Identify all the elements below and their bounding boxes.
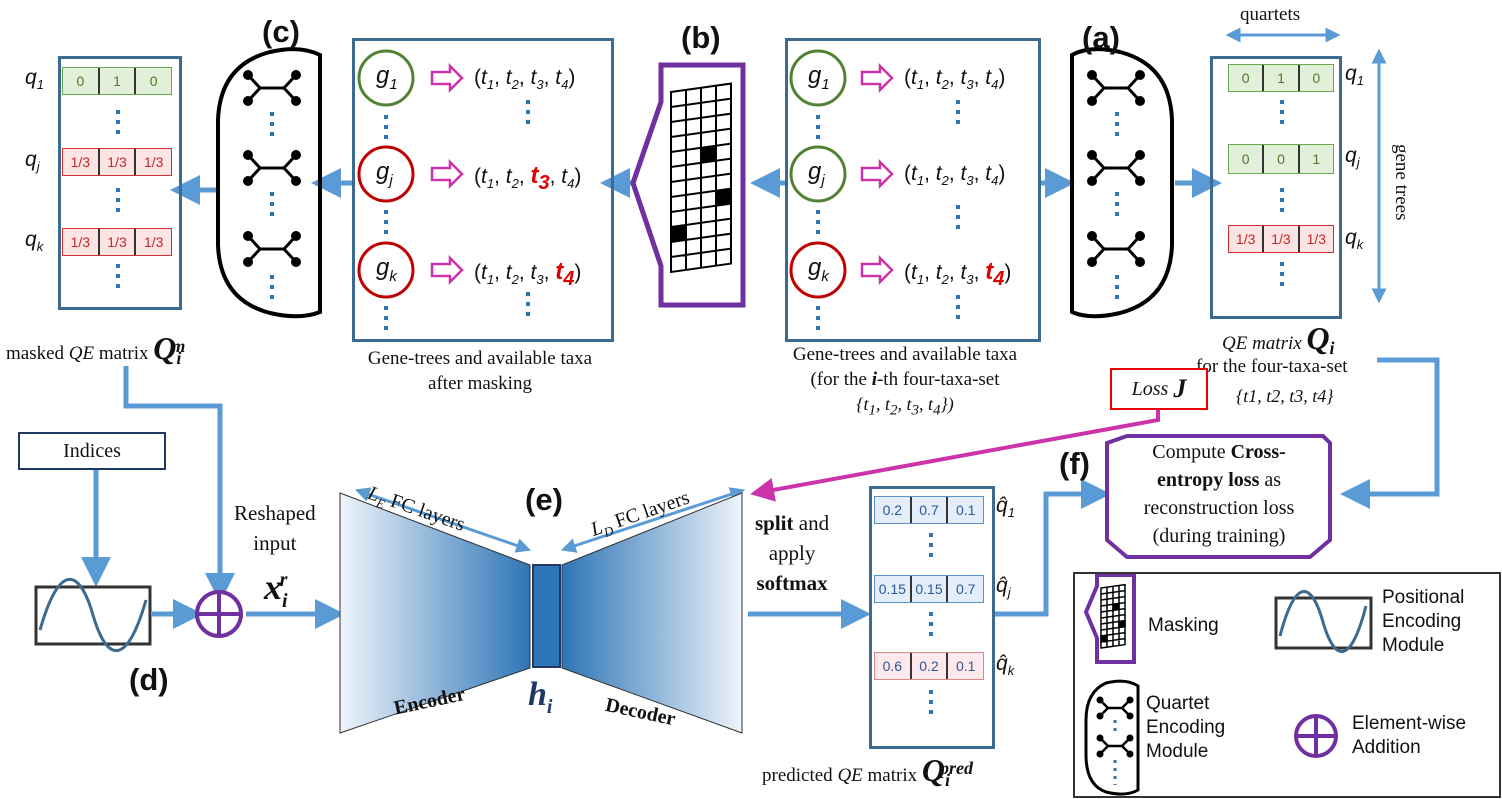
tuple-right-k: (t1, t2, t3, t4) xyxy=(904,258,1012,290)
loss-box: Loss J xyxy=(1110,368,1208,410)
legend-addition-icon xyxy=(1294,714,1338,758)
qe-label-qj: qj xyxy=(1345,144,1360,171)
quartet-encoding-module-c xyxy=(216,47,322,319)
gene-tree-gk-left: gk xyxy=(376,254,397,285)
decoder-shape xyxy=(561,492,743,734)
legend-positional-encoding-icon xyxy=(1274,590,1373,653)
quartets-axis-label: quartets xyxy=(1240,4,1301,25)
loss-to-model-arrow xyxy=(750,408,1160,502)
quartet-encoding-module-a xyxy=(1070,47,1174,319)
masked-label-q1: q1 xyxy=(25,66,44,93)
gene-tree-gj-right: gj xyxy=(808,158,825,189)
masking-module xyxy=(630,62,746,308)
compute-loss-text: Compute Cross- entropy loss as reconstru… xyxy=(1143,441,1295,547)
gene-trees-axis-label: gene trees xyxy=(1391,144,1412,221)
tuple-left-1: (t1, t2, t3, t4) xyxy=(474,66,576,93)
panel-label-d: (d) xyxy=(129,662,169,697)
arrow-masked-to-add xyxy=(123,366,235,603)
pred-matrix-box xyxy=(869,486,995,749)
masked-label-qk: qk xyxy=(25,228,44,255)
panel-label-e: (e) xyxy=(525,482,563,517)
tuple-right-j: (t1, t2, t3, t4) xyxy=(904,162,1006,189)
latent-label: hi xyxy=(528,676,553,718)
legend-quartet-encoding-icon xyxy=(1084,679,1140,796)
qe-matrix-caption: QE matrix Qi xyxy=(1222,320,1335,358)
qe-label-q1: q1 xyxy=(1345,62,1364,89)
legend-masking-label: Masking xyxy=(1148,615,1219,636)
qe-matrix-caption-line2: for the four-taxa-set xyxy=(1196,356,1348,377)
tuple-right-1: (t1, t2, t3, t4) xyxy=(904,66,1006,93)
legend-box xyxy=(1073,572,1501,798)
masked-matrix-box xyxy=(58,56,182,310)
gene-trees-right-caption: Gene-trees and available taxa (for the i… xyxy=(792,344,1018,419)
element-wise-addition xyxy=(195,590,243,638)
qe-matrix-caption-line3: {t1, t2, t3, t4} xyxy=(1236,386,1334,406)
pred-matrix-caption: predicted QE matrix Qipred xyxy=(762,752,973,790)
split-softmax-label: split and apply softmax xyxy=(755,511,830,595)
decoder-layers-arrow xyxy=(560,487,746,553)
pred-label-qk: q̂k xyxy=(996,652,1015,679)
arrow-qe-to-loss xyxy=(1340,357,1440,509)
masked-label-qj: qj xyxy=(25,148,40,175)
panel-label-c: (c) xyxy=(262,14,300,49)
gene-tree-gj-left: gj xyxy=(376,158,393,189)
reshaped-input-symbol: xir xyxy=(264,567,288,613)
gene-trees-left-caption: Gene-trees and available taxa after mask… xyxy=(367,348,593,394)
panel-label-b: (b) xyxy=(681,20,721,55)
positional-encoding-module xyxy=(34,577,152,653)
pred-label-q1: q̂1 xyxy=(996,494,1015,521)
masked-matrix-caption: masked QE matrix Qim xyxy=(6,330,186,368)
legend-masking-icon xyxy=(1083,573,1136,664)
latent-bar xyxy=(532,564,561,668)
qe-label-qk: qk xyxy=(1345,226,1364,253)
gene-tree-g1-right: g1 xyxy=(808,62,830,93)
compute-loss-box xyxy=(1105,434,1332,559)
arrow-pred-to-loss xyxy=(992,479,1111,617)
pred-label-qj: q̂j xyxy=(996,574,1011,601)
indices-box: Indices xyxy=(18,432,166,470)
qe-matrix-box xyxy=(1210,56,1342,319)
panel-label-f: (f) xyxy=(1059,446,1090,481)
gene-trees-right-box xyxy=(785,38,1041,342)
tuple-left-j: (t1, t2, t3, t4) xyxy=(474,162,582,194)
gene-trees-left-box xyxy=(352,38,614,342)
encoder-shape xyxy=(339,492,531,734)
tuple-left-k: (t1, t2, t3, t4) xyxy=(474,258,582,290)
encoder-layers-arrow xyxy=(354,487,532,553)
gene-tree-g1-left: g1 xyxy=(376,62,398,93)
panel-label-a: (a) xyxy=(1082,20,1120,55)
gene-tree-gk-right: gk xyxy=(808,254,829,285)
